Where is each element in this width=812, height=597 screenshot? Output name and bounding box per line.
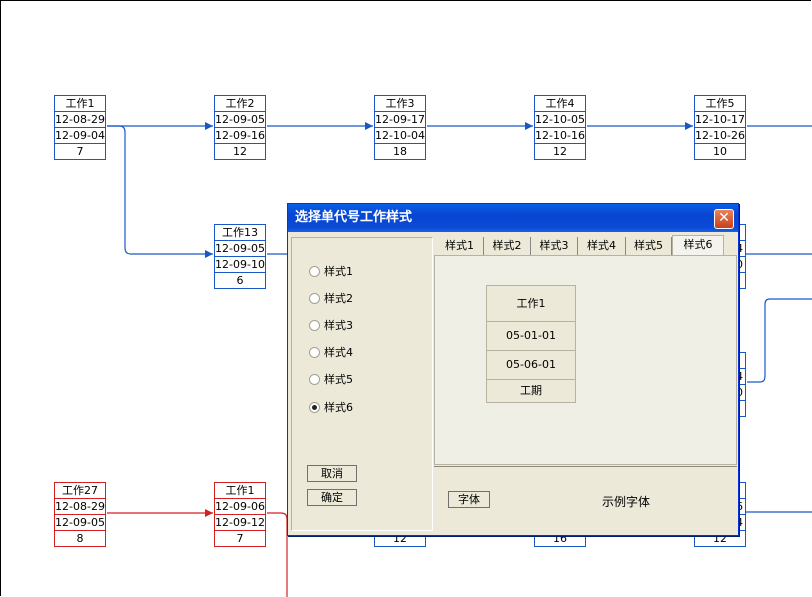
node-start: 12-09-05	[215, 111, 265, 126]
work-node[interactable]: 工作2 12-09-05 12-09-16 12	[214, 95, 266, 160]
node-name: 工作5	[705, 97, 735, 110]
node-duration: 10	[695, 143, 745, 159]
radio-label: 样式3	[324, 319, 353, 332]
radio-label: 样式5	[324, 373, 353, 386]
preview-duration: 工期	[486, 379, 576, 403]
node-duration: 7	[215, 530, 265, 546]
tab-style-5[interactable]: 样式5	[626, 237, 672, 255]
node-end: 12-09-12	[215, 514, 265, 529]
node-duration: 6	[215, 272, 265, 288]
cancel-button[interactable]: 取消	[307, 465, 357, 482]
radio-style-2[interactable]: 样式2	[309, 291, 353, 307]
arrowhead	[205, 122, 213, 130]
radio-button[interactable]	[309, 265, 320, 277]
work-node[interactable]: 工作4 12-10-05 12-10-16 12	[534, 95, 586, 160]
node-start: 12-10-17	[695, 111, 745, 126]
tab-style-4[interactable]: 样式4	[578, 237, 626, 255]
node-end: 12-09-04	[55, 127, 105, 142]
arrowhead	[205, 509, 213, 517]
radio-label: 样式4	[324, 346, 353, 359]
node-duration: 8	[55, 530, 105, 546]
tab-style-6[interactable]: 样式6	[672, 235, 724, 256]
radio-label: 样式6	[324, 401, 353, 414]
node-duration: 12	[535, 143, 585, 159]
style-preview-panel: 样式1 样式2 样式3 样式4 样式5 样式6 工作1 05-01-01 05-…	[434, 235, 738, 532]
node-start: 12-08-29	[55, 111, 105, 126]
radio-button-selected[interactable]	[309, 401, 320, 413]
work-node[interactable]: 工作27 12-08-29 12-09-05 8	[54, 482, 106, 547]
work-node[interactable]: 工作1 12-08-29 12-09-04 7	[54, 95, 106, 160]
link-right-mid	[747, 298, 812, 383]
node-duration: 7	[55, 143, 105, 159]
tab-style-1[interactable]: 样式1	[436, 237, 484, 255]
link-1-13	[107, 125, 213, 255]
preview-start-date: 05-01-01	[486, 321, 576, 351]
radio-button[interactable]	[309, 292, 320, 304]
node-start: 12-10-05	[535, 111, 585, 126]
arrowhead	[205, 250, 213, 258]
node-name: 工作27	[62, 484, 98, 497]
node-name: 工作13	[222, 226, 258, 239]
node-duration: 12	[215, 143, 265, 159]
close-icon[interactable]: ✕	[714, 209, 734, 229]
node-end: 12-10-26	[695, 127, 745, 142]
work-node[interactable]: 工作13 12-09-05 12-09-10 6	[214, 224, 266, 289]
radio-button[interactable]	[309, 319, 320, 331]
node-end: 12-09-05	[55, 514, 105, 529]
preview-end-date: 05-06-01	[486, 350, 576, 380]
preview-work-name: 工作1	[486, 285, 576, 322]
work-node[interactable]: 工作3 12-09-17 12-10-04 18	[374, 95, 426, 160]
style-options-panel: 样式1 样式2 样式3 样式4 样式5 样式6 取消 确定	[291, 237, 433, 531]
link-1b-down	[267, 512, 288, 597]
radio-style-1[interactable]: 样式1	[309, 264, 353, 280]
dialog-title: 选择单代号工作样式	[288, 204, 738, 232]
arrowhead	[685, 122, 693, 130]
font-button[interactable]: 字体	[448, 491, 490, 508]
node-end: 12-10-16	[535, 127, 585, 142]
tab-page: 工作1 05-01-01 05-06-01 工期	[434, 255, 737, 465]
tab-style-3[interactable]: 样式3	[531, 237, 578, 255]
radio-style-3[interactable]: 样式3	[309, 318, 353, 334]
node-end: 12-10-04	[375, 127, 425, 142]
sample-font-text: 示例字体	[602, 495, 651, 509]
node-start: 12-09-17	[375, 111, 425, 126]
node-start: 12-09-06	[215, 498, 265, 513]
radio-style-6[interactable]: 样式6	[309, 400, 353, 416]
node-end: 12-09-16	[215, 127, 265, 142]
font-section: 字体 示例字体	[434, 466, 737, 532]
radio-label: 样式2	[324, 292, 353, 305]
tab-style-2[interactable]: 样式2	[484, 237, 531, 255]
arrowhead	[525, 122, 533, 130]
node-start: 12-08-29	[55, 498, 105, 513]
node-end: 12-09-10	[215, 256, 265, 271]
radio-style-4[interactable]: 样式4	[309, 345, 353, 361]
node-name: 工作3	[385, 97, 415, 110]
node-name: 工作1	[65, 97, 95, 110]
radio-style-5[interactable]: 样式5	[309, 372, 353, 388]
radio-button[interactable]	[309, 373, 320, 385]
radio-label: 样式1	[324, 265, 353, 278]
radio-button[interactable]	[309, 346, 320, 358]
arrowhead	[365, 122, 373, 130]
node-name: 工作2	[225, 97, 255, 110]
node-start: 12-09-05	[215, 240, 265, 255]
node-duration: 18	[375, 143, 425, 159]
work-node[interactable]: 工作1 12-09-06 12-09-12 7	[214, 482, 266, 547]
style-dialog: 选择单代号工作样式 ✕ 样式1 样式2 样式3 样式4 样式5 样式6 取消 确…	[287, 203, 739, 536]
node-name: 工作1	[225, 484, 255, 497]
node-name: 工作4	[545, 97, 575, 110]
ok-button[interactable]: 确定	[307, 489, 357, 506]
work-node[interactable]: 工作5 12-10-17 12-10-26 10	[694, 95, 746, 160]
